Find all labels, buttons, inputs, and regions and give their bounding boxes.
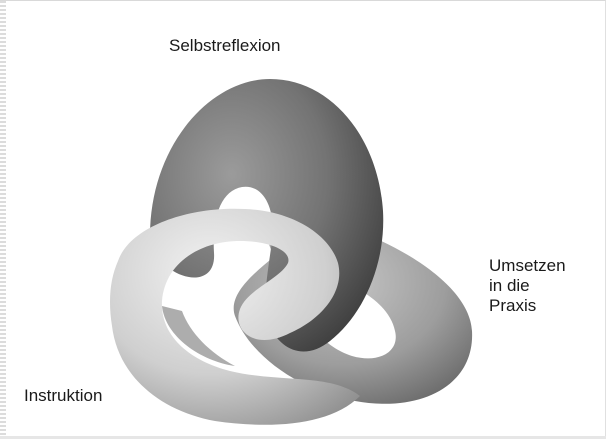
label-umsetzen-in-die-praxis: Umsetzen in die Praxis xyxy=(489,256,599,316)
page-edge-bottom xyxy=(0,436,606,439)
label-right-line2: in die xyxy=(489,276,530,295)
loop-left xyxy=(110,208,360,425)
label-instruktion: Instruktion xyxy=(24,386,103,405)
label-right-line1: Umsetzen xyxy=(489,256,566,275)
label-selbstreflexion: Selbstreflexion xyxy=(169,36,281,55)
label-right-line3: Praxis xyxy=(489,296,537,315)
page-edge-left xyxy=(0,1,6,440)
